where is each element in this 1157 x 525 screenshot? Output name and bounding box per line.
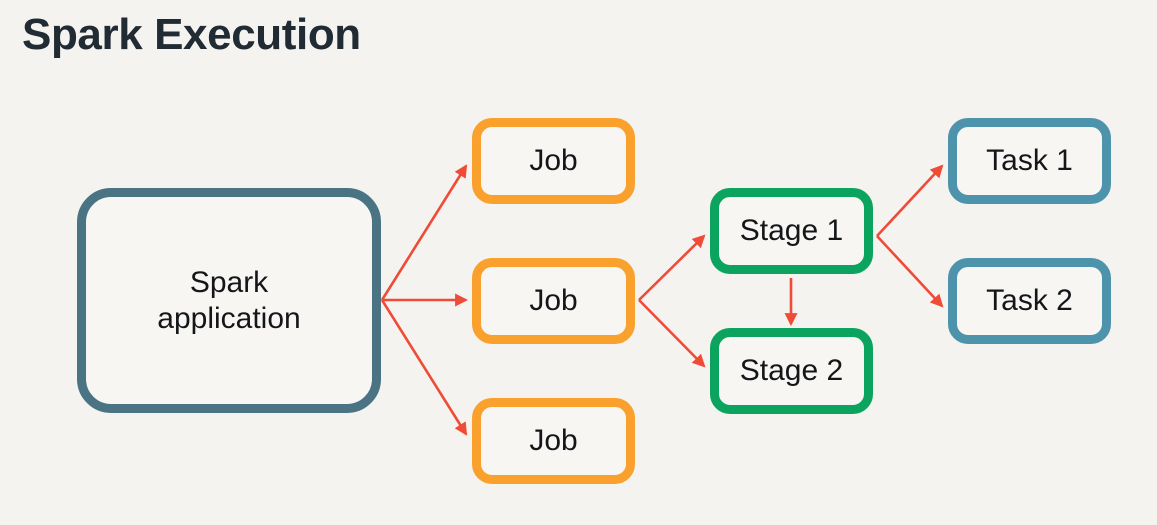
node-task-2[interactable]: Task 2 (948, 258, 1111, 344)
node-stage-1[interactable]: Stage 1 (710, 188, 873, 274)
node-label-stage-2: Stage 2 (739, 354, 844, 388)
node-job-3[interactable]: Job (472, 398, 635, 484)
node-job-2[interactable]: Job (472, 258, 635, 344)
node-stage-2[interactable]: Stage 2 (710, 328, 873, 414)
node-label-task-2: Task 2 (986, 284, 1073, 318)
node-label-job-2: Job (529, 284, 578, 318)
node-label-stage-1: Stage 1 (739, 214, 844, 248)
node-spark-application[interactable]: Spark application (77, 188, 381, 413)
node-label-spark-application: Spark application (157, 266, 301, 335)
page-title: Spark Execution (22, 10, 361, 59)
node-job-1[interactable]: Job (472, 118, 635, 204)
node-task-1[interactable]: Task 1 (948, 118, 1111, 204)
edge-job-2-to-stage-1 (638, 234, 706, 301)
edge-stage-1-to-task-1 (876, 164, 944, 237)
edge-job-2-to-stage-2 (638, 299, 706, 368)
edge-spark-application-to-job-1 (380, 164, 468, 301)
node-label-task-1: Task 1 (986, 144, 1073, 178)
node-label-job-1: Job (529, 144, 578, 178)
node-label-job-3: Job (529, 424, 578, 458)
edge-spark-application-to-job-3 (380, 299, 468, 436)
edge-stage-1-to-task-2 (876, 235, 944, 308)
